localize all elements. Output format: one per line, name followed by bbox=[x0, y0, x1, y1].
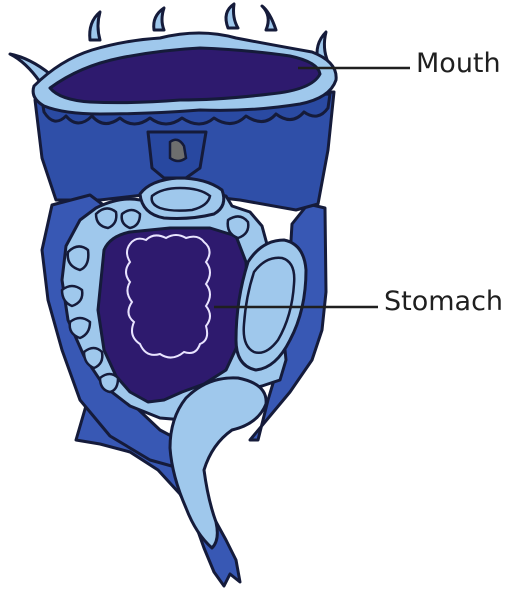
cilium-4 bbox=[262, 6, 276, 30]
cilium-3 bbox=[226, 4, 238, 28]
cilium-2 bbox=[154, 8, 164, 30]
cilium-1 bbox=[90, 12, 100, 40]
gland-cell-2 bbox=[122, 210, 140, 228]
central-gland-inner bbox=[152, 188, 210, 211]
gland-cell-4 bbox=[68, 246, 89, 270]
gland-cell-1 bbox=[96, 208, 116, 228]
mouth-label: Mouth bbox=[416, 50, 501, 77]
gland-cell-3 bbox=[228, 216, 249, 238]
gland-cell-8 bbox=[100, 374, 118, 392]
stomach-label: Stomach bbox=[384, 288, 503, 315]
